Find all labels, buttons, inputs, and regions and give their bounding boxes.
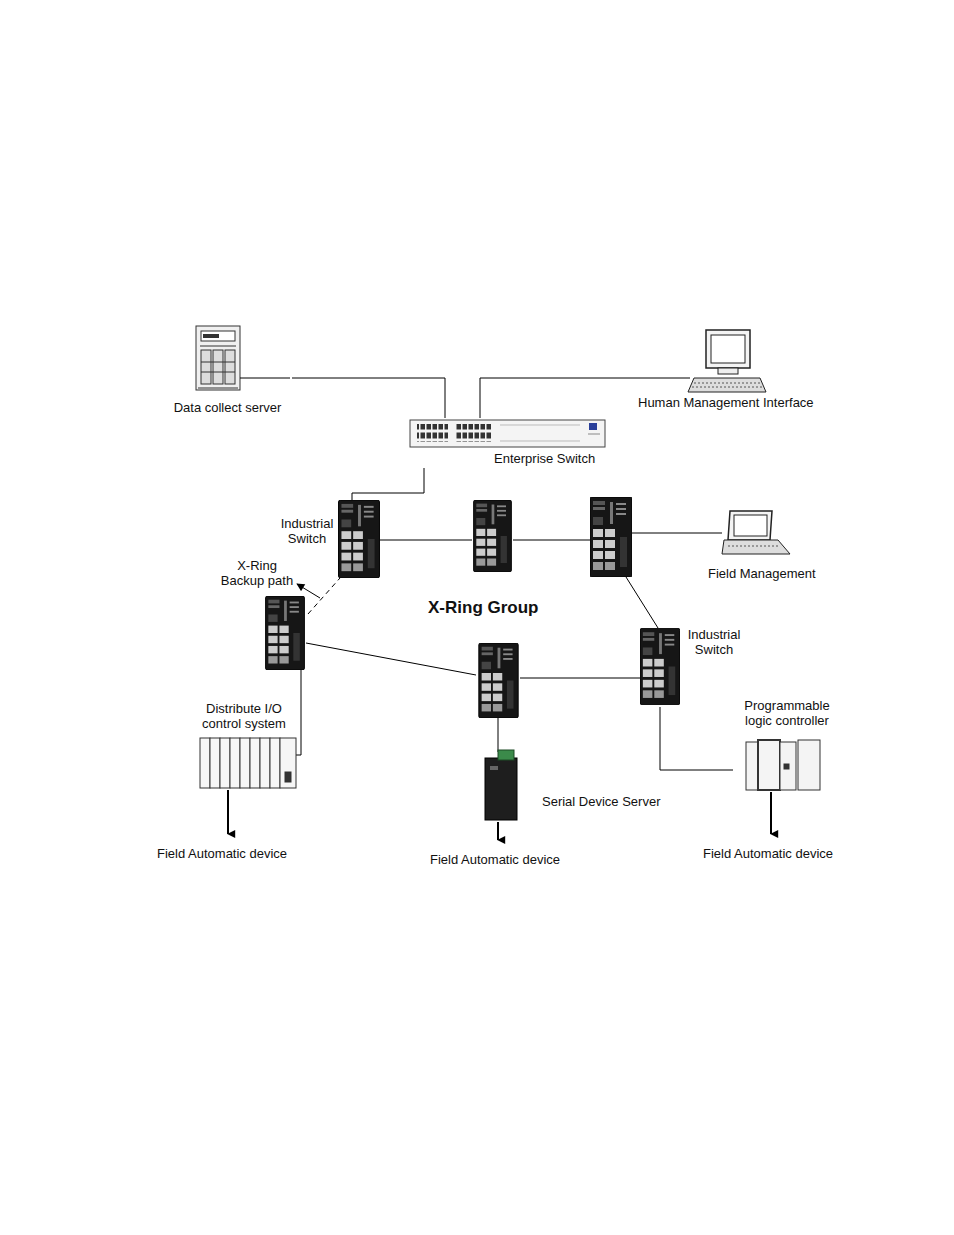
network-link (660, 707, 733, 770)
plc-node: Programmable logic controller (733, 696, 843, 792)
industrial-switch-icon (474, 500, 512, 572)
industrial-switch-icon (479, 643, 518, 718)
io-rack-icon (200, 738, 296, 788)
industrial-switch-icon (640, 628, 680, 704)
server-node: Data collect server (165, 322, 292, 417)
laptop-icon (722, 511, 790, 554)
node-label: Human Management Interface (638, 395, 814, 410)
serial-server-icon (485, 750, 517, 820)
output-arrow (227, 790, 229, 834)
group-title: X-Ring Group (428, 598, 538, 618)
device-label: Field Automatic device (430, 852, 560, 867)
network-link (352, 468, 424, 500)
plc-icon (746, 740, 820, 790)
output-arrow (770, 792, 772, 834)
switch-node: Enterprise Switch (408, 418, 608, 468)
workstation-node: Human Management Interface (635, 328, 828, 412)
node-label: Programmable logic controller (733, 698, 841, 728)
node-label: Distribute I/O control system (186, 701, 302, 731)
node-label: Industrial Switch (680, 627, 748, 657)
network-link (292, 378, 445, 418)
node-label: Data collect server (165, 400, 290, 415)
output-arrow (497, 822, 499, 840)
server-cable (240, 378, 290, 379)
industrial-switch-icon (266, 596, 305, 670)
enterprise-switch-icon (410, 420, 605, 447)
device-label: Field Automatic device (157, 846, 287, 861)
network-link (480, 378, 635, 418)
industrial-switch-icon (590, 497, 632, 577)
server-icon (196, 326, 240, 390)
node-label: Industrial Switch (274, 516, 340, 546)
device-label: Field Automatic device (703, 846, 833, 861)
workstation-cable (635, 378, 690, 379)
node-label: Enterprise Switch (494, 451, 595, 466)
node-label: Field Management (708, 566, 816, 581)
industrial-switch-icon (339, 500, 380, 578)
serial-server-node: Serial Device Server (480, 750, 674, 822)
switch-node: Industrial Switch (274, 500, 382, 580)
callout-label: X-Ring Backup path (220, 558, 294, 588)
workstation-icon (688, 330, 766, 392)
switch-node: Industrial Switch (638, 625, 750, 707)
io-node: Distribute I/O control system (186, 698, 304, 790)
laptop-node: Field Management (705, 508, 855, 584)
node-label: Serial Device Server (542, 794, 661, 809)
